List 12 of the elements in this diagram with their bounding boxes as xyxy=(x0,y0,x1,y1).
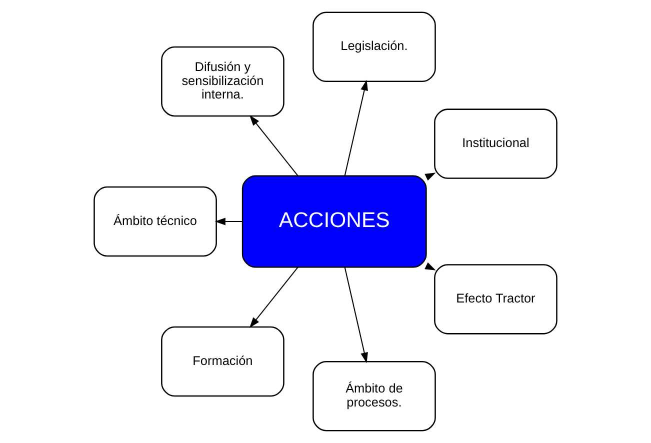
node-box: Legislación. xyxy=(312,12,436,82)
node-box: Efecto Tractor xyxy=(434,264,558,334)
node-box: Ámbito de procesos. xyxy=(312,360,436,432)
node-box: Formación xyxy=(161,326,284,397)
arrow xyxy=(249,115,298,176)
arrow xyxy=(214,218,242,226)
node-box: Institucional xyxy=(434,108,558,179)
arrow xyxy=(250,267,298,328)
node-box: Ámbito técnico xyxy=(94,186,217,257)
arrow xyxy=(344,267,368,364)
arrow xyxy=(344,80,368,176)
node-box: Difusión y sensibilización interna. xyxy=(161,46,284,117)
